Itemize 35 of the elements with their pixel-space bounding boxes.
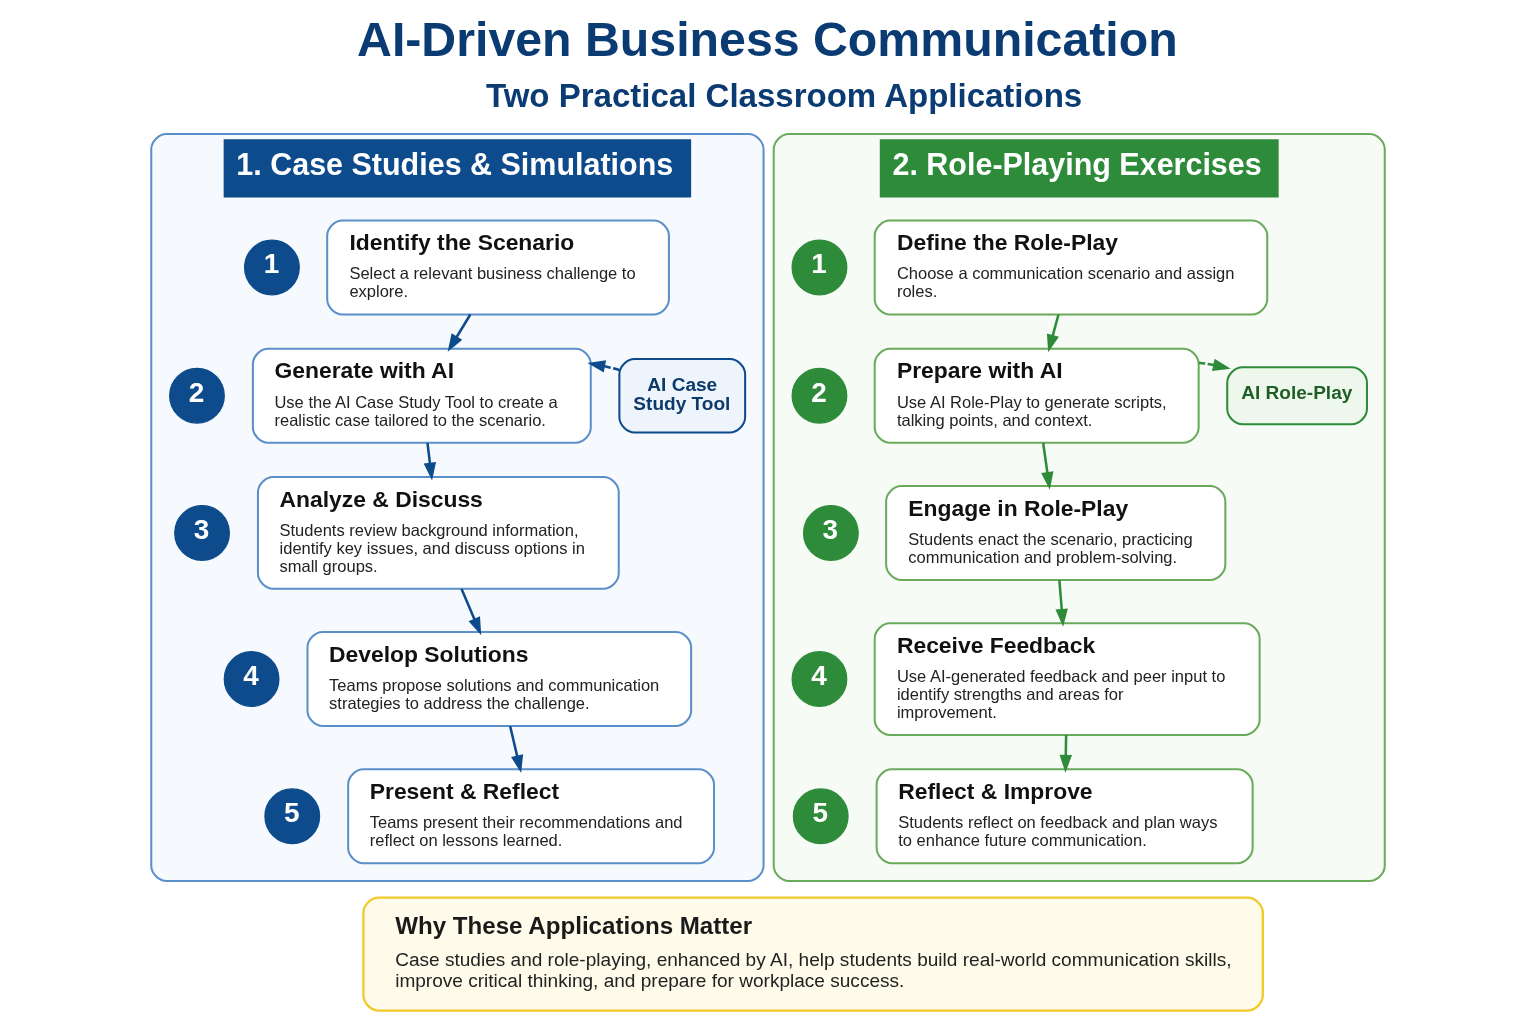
node-box: Develop Solutions Teams propose solutions and communication strategies to address the challenge. — [306, 631, 693, 728]
node-circle: 3 — [802, 505, 859, 561]
arrow — [423, 442, 437, 481]
arrow — [447, 313, 472, 352]
node-box: Prepare with AI Use AI Role-Play to generate scripts, talking points, and context. — [873, 347, 1200, 444]
node-circle: 5 — [264, 788, 321, 845]
node-box: Generate with AI Use the AI Case Study Tool to create a realistic case tailored to the scenario. — [251, 347, 592, 444]
node-box: Define the Role-Play Choose a communication scenario and assign roles. — [873, 219, 1269, 316]
node-box: Receive Feedback Use AI-generated feedback and peer input to identify strengths and areas for improvement. — [873, 622, 1261, 736]
node-circle: 2 — [169, 367, 225, 424]
arrow — [508, 726, 524, 773]
node-circle: 4 — [223, 651, 280, 707]
arrow — [1055, 579, 1068, 627]
node-box: Identify the Scenario Select a relevant business challenge to explore. — [326, 219, 670, 316]
node-box: AI Case Study Tool — [618, 357, 747, 434]
arrow — [1198, 358, 1231, 372]
node-box: Engage in Role-Play Students enact the scenario, practicing communication and problem-solving. — [885, 484, 1227, 581]
node-circle: 5 — [792, 788, 849, 845]
node-circle: 1 — [791, 239, 848, 296]
node-circle: 3 — [174, 505, 230, 561]
arrow — [460, 588, 482, 636]
arrow — [587, 360, 620, 373]
node-box: Reflect & Improve Students reflect on feedback and plan ways to enhance future communication. — [875, 768, 1254, 865]
node-box: Why These Applications Matter Case studies and role-playing, enhanced by AI, help students build real-world communication skills, improve critical thinking, and prepare for workplace success. — [362, 896, 1264, 1012]
arrow — [1059, 735, 1072, 773]
diagram-title: AI-Driven Business Communication — [357, 11, 1178, 66]
arrow — [1046, 314, 1060, 353]
node-circle: 1 — [244, 239, 300, 296]
label: Two Practical Classroom Applications — [485, 77, 1083, 115]
arrow — [1041, 442, 1054, 490]
node-circle: 4 — [791, 651, 848, 707]
node-box: Analyze & Discuss Students review background information, identify key issues, and discuss options in small groups. — [256, 476, 620, 590]
node-box: AI Role-Play — [1226, 366, 1368, 426]
node-box: Present & Reflect Teams present their recommendations and reflect on lessons learned. — [347, 768, 716, 865]
node-circle: 2 — [791, 367, 848, 424]
